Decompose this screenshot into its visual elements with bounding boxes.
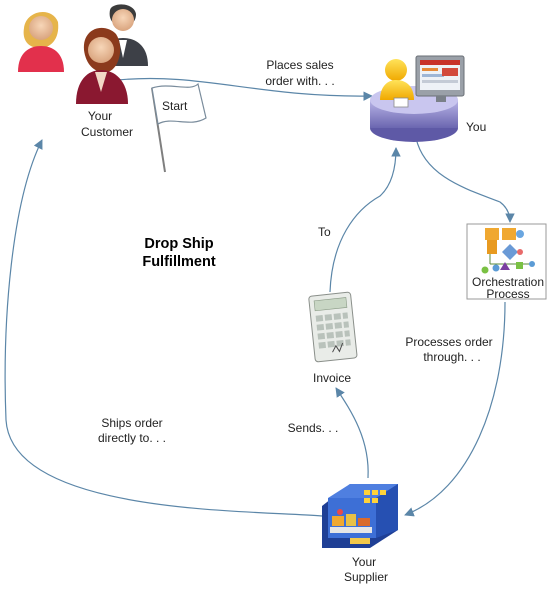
customer-label-line1: Your: [88, 109, 112, 123]
edge-label-processes-line2: through. . .: [423, 350, 480, 364]
orchestration-label-line2: Process: [486, 287, 529, 301]
edge-invoice-to-you: [329, 147, 401, 293]
edge-supplier-to-invoice: [335, 387, 369, 479]
edge-supplier-to-customer: [4, 139, 323, 517]
supplier-label-line1: Your: [352, 555, 376, 569]
invoice-label: Invoice: [313, 371, 351, 385]
edge-label-ships-line1: Ships order: [101, 416, 162, 430]
edge-you-to-orchestration: [415, 137, 515, 223]
people-group-icon: [18, 4, 148, 104]
edge-customer-to-you: [117, 77, 373, 101]
edge-label-places-order-line1: Places sales: [266, 58, 333, 72]
user-at-desk-icon: [370, 55, 465, 142]
supplier-label-line2: Supplier: [344, 570, 388, 584]
diagram-title-line2: Fulfillment: [142, 254, 215, 270]
flag-icon: [151, 82, 207, 173]
diagram-title-line1: Drop Ship: [144, 236, 213, 252]
edge-orchestration-to-supplier: [404, 301, 506, 517]
edge-label-sends: Sends. . .: [288, 421, 339, 435]
edge-label-processes-line1: Processes order: [405, 335, 492, 349]
customer-label-line2: Customer: [81, 125, 133, 139]
warehouse-icon: [322, 484, 398, 548]
you-label: You: [466, 120, 486, 134]
start-label: Start: [162, 99, 188, 113]
orchestration-process-icon: [466, 223, 547, 300]
edge-label-to: To: [318, 225, 331, 239]
invoice-calculator-icon: [308, 291, 358, 363]
edge-label-places-order-line2: order with. . .: [265, 74, 334, 88]
edge-label-ships-line2: directly to. . .: [98, 431, 166, 445]
orchestration-label-line1: Orchestration: [472, 275, 544, 289]
